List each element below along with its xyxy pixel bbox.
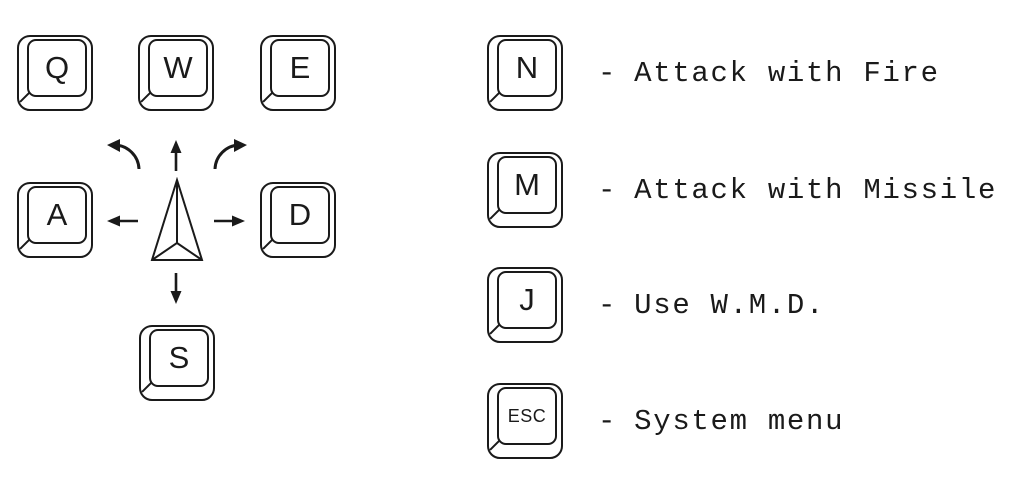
key-n: N [487,35,563,111]
action-row-fire: - Attack with Fire [598,35,940,111]
key-description: Attack with Missile [634,173,998,207]
key-description: System menu [634,404,845,438]
key-m: M [487,152,563,228]
keycap-face: D [270,186,330,244]
down-arrow-icon [169,272,183,304]
keycap-notch [489,91,501,103]
separator-dash: - [598,56,618,90]
separator-dash: - [598,173,618,207]
action-row-wmd: - Use W.M.D. [598,267,825,343]
keycap-notch [19,238,31,250]
keycap-face: N [497,39,557,97]
action-row-system-menu: - System menu [598,383,844,459]
key-q: Q [17,35,93,111]
rotate-cw-arrow-icon [211,137,247,173]
action-row-missile: - Attack with Missile [598,152,997,228]
key-esc: ESC [487,383,563,459]
keycap-notch [489,439,501,451]
keycap-notch [262,238,274,250]
rotate-ccw-arrow-icon [107,137,143,173]
keycap-face: ESC [497,387,557,445]
key-j: J [487,267,563,343]
keycap-notch [141,381,153,393]
key-description: Use W.M.D. [634,288,826,322]
keycap-face: S [149,329,209,387]
key-description: Attack with Fire [634,56,940,90]
keycap-face: A [27,186,87,244]
keycap-notch [140,91,152,103]
keycap-face: Q [27,39,87,97]
key-e: E [260,35,336,111]
up-arrow-icon [169,140,183,172]
separator-dash: - [598,404,618,438]
keycap-notch [19,91,31,103]
separator-dash: - [598,288,618,322]
keycap-face: E [270,39,330,97]
keycap-face: J [497,271,557,329]
keycap-notch [489,208,501,220]
keycap-face: W [148,39,208,97]
ship-triangle-icon [149,177,205,263]
key-d: D [260,182,336,258]
right-arrow-icon [213,214,245,228]
keycap-notch [262,91,274,103]
key-a: A [17,182,93,258]
key-s: S [139,325,215,401]
keycap-notch [489,323,501,335]
key-w: W [138,35,214,111]
keycap-face: M [497,156,557,214]
left-arrow-icon [107,214,139,228]
